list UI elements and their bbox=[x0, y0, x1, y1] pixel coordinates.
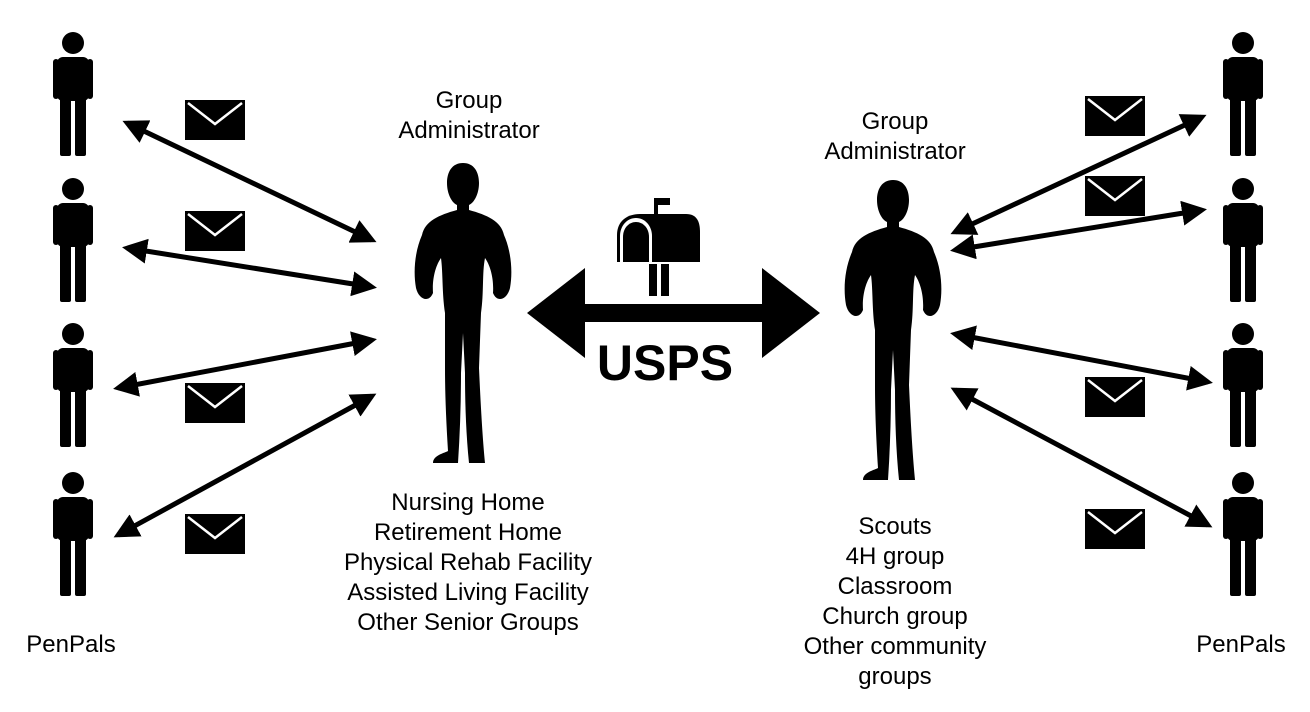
list-item: Nursing Home bbox=[391, 489, 545, 516]
right-admin-silhouette-icon bbox=[844, 180, 942, 480]
person-icon bbox=[53, 32, 93, 156]
person-icon bbox=[1223, 323, 1263, 447]
arrow-penpal-1 bbox=[122, 120, 377, 243]
left-arrows bbox=[113, 120, 377, 538]
envelope-icon bbox=[183, 98, 247, 142]
left-penpals bbox=[53, 32, 93, 596]
list-item: Retirement Home bbox=[373, 519, 563, 546]
list-item: Physical Rehab Facility bbox=[343, 549, 593, 576]
list-item: Classroom bbox=[837, 573, 953, 600]
right-arrows bbox=[950, 114, 1213, 528]
person-icon bbox=[53, 472, 93, 596]
arrow-penpal-8 bbox=[950, 387, 1213, 528]
left-group-list: Nursing Home Retirement Home Physical Re… bbox=[313, 488, 623, 638]
list-item: Other community bbox=[803, 633, 987, 660]
person-icon bbox=[53, 178, 93, 302]
usps-label: USPS bbox=[597, 335, 733, 391]
left-admin-title: Group Administrator bbox=[398, 87, 540, 144]
person-icon bbox=[1223, 32, 1263, 156]
arrow-penpal-6 bbox=[950, 200, 1207, 260]
arrow-penpal-2 bbox=[122, 238, 377, 297]
envelope-icon bbox=[1083, 507, 1147, 551]
right-envelopes bbox=[1083, 94, 1147, 551]
person-icon bbox=[53, 323, 93, 447]
right-penpals bbox=[1223, 32, 1263, 596]
list-item: Assisted Living Facility bbox=[347, 579, 589, 606]
arrow-penpal-4 bbox=[113, 393, 377, 538]
list-item: Church group bbox=[822, 603, 968, 630]
arrow-penpal-3 bbox=[113, 331, 377, 397]
list-item: 4H group bbox=[845, 543, 945, 570]
envelope-icon bbox=[1083, 174, 1147, 218]
envelope-icon bbox=[1083, 94, 1147, 138]
mailbox-icon bbox=[617, 198, 700, 296]
envelope-icon bbox=[183, 512, 247, 556]
right-admin-title: Group Administrator bbox=[824, 108, 966, 165]
person-icon bbox=[1223, 178, 1263, 302]
usps-double-arrow bbox=[527, 268, 820, 358]
envelope-icon bbox=[1083, 375, 1147, 419]
right-group-list: Scouts 4H group Classroom Church group O… bbox=[770, 512, 1020, 692]
list-item: Other Senior Groups bbox=[357, 609, 579, 636]
left-admin-silhouette-icon bbox=[414, 163, 512, 463]
envelope-icon bbox=[183, 209, 247, 253]
left-penpals-label: PenPals bbox=[26, 631, 116, 658]
left-envelopes bbox=[183, 98, 247, 556]
person-icon bbox=[1223, 472, 1263, 596]
envelope-icon bbox=[183, 381, 247, 425]
list-item: Scouts bbox=[858, 513, 932, 540]
arrow-penpal-7 bbox=[950, 325, 1213, 391]
list-item: groups bbox=[858, 663, 932, 690]
right-penpals-label: PenPals bbox=[1196, 631, 1286, 658]
